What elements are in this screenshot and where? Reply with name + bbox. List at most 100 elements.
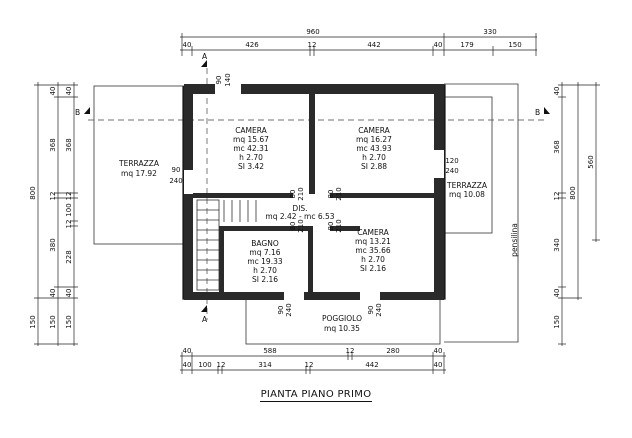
plan-title: PIANTA PIANO PRIMO [0,389,632,402]
opening-terrazza-90: 90 [172,166,181,174]
opening-bottom-l-90: 90 [277,306,285,315]
room-poggiolo: POGGIOLO mq 10.35 [322,314,362,333]
dim-bottom2-314: 314 [258,361,272,369]
room-name-bagno: BAGNO [251,239,279,248]
dim-left-j-368: 368 [65,138,73,151]
room-line-camera-1-b: mc 42.31 [233,144,269,153]
dim-bottom2-442: 442 [365,361,378,369]
staircase [196,199,257,291]
room-line-camera-2-b: mc 43.93 [356,144,392,153]
section-label-b-right: B [535,108,540,117]
opening-dis-l-80: 80 [289,190,297,199]
dim-bottom-280: 280 [386,347,399,355]
dim-right-i-150: 150 [553,315,561,328]
room-terrazza-left: TERRAZZA mq 17.92 [118,159,160,178]
interior-walls [193,94,434,292]
dim-top-40b: 40 [434,41,443,49]
section-marker-b-left: B [75,107,90,117]
opening-top-140: 140 [224,73,232,86]
opening-dis-r-210: 210 [335,187,343,200]
dim-top-426: 426 [245,41,259,49]
room-line-dis: mq 2.42 - mc 6.53 [265,212,334,221]
dim-bottom-12: 12 [346,347,355,355]
dim-left-i-368: 368 [49,138,57,151]
room-terrazza-right: TERRAZZA mq 10.08 [446,181,488,199]
opening-bottom-r-90: 90 [367,306,375,315]
top-dimension-chains: 960 330 40 426 12 442 40 179 150 [180,28,537,56]
dim-bottom-40b: 40 [434,347,443,355]
dim-left-i-380: 380 [49,238,57,251]
dim-bottom2-12b: 12 [305,361,314,369]
right-dimension-chains: 560 800 40 368 12 340 40 150 [553,82,600,346]
section-label-a-top: A [202,52,208,61]
opening-dis-lr-80: 80 [327,222,335,231]
opening-dis-r-80: 80 [327,190,335,199]
dim-right-i-40a: 40 [553,87,561,96]
room-name-camera-2: CAMERA [358,126,390,135]
dim-top-179: 179 [460,41,473,49]
dim-bottom-40a: 40 [183,347,192,355]
dim-right-i-12: 12 [553,192,561,201]
room-line-camera-1-d: SI 3.42 [238,162,264,171]
pensilina-label: pensilina [510,223,519,257]
opening-dis-ll-80: 80 [289,222,297,231]
dim-top-12: 12 [308,41,317,49]
room-line-camera-2-d: SI 2.88 [361,162,387,171]
dim-bottom2-40a: 40 [183,361,192,369]
opening-dis-lr-210: 210 [335,219,343,232]
section-marker-a-bottom: A [201,305,208,324]
dim-top-442: 442 [367,41,380,49]
opening-bottom-l-240: 240 [285,303,293,316]
dim-left-i-150: 150 [49,315,57,328]
section-label-b-left: B [75,108,80,117]
dim-right-i-40b: 40 [553,289,561,298]
dim-left-j-40b: 40 [65,289,73,298]
room-line-bagno-a: mq 7.16 [249,248,280,257]
room-name-terrazza-right: TERRAZZA [446,181,488,190]
section-marker-b-right: B [535,107,550,117]
room-line-bagno-c: h 2.70 [253,266,277,275]
dim-left-j-100: 100 [65,203,73,216]
plan-title-text: PIANTA PIANO PRIMO [259,389,373,402]
room-name-camera-1: CAMERA [235,126,267,135]
room-name-terrazza-left: TERRAZZA [118,159,160,168]
room-line-camera-2-a: mq 16.27 [356,135,392,144]
dim-top-960: 960 [306,28,319,36]
dim-top-150: 150 [508,41,521,49]
dim-bottom-588: 588 [263,347,276,355]
room-name-dis: DIS. [292,204,307,213]
opening-bottom-r-240: 240 [375,303,383,316]
dim-bottom2-12a: 12 [217,361,226,369]
dim-left-i-12: 12 [49,192,57,201]
room-line-camera-2-c: h 2.70 [362,153,386,162]
section-label-a-bottom: A [202,315,208,324]
section-marker-a-top: A [201,52,208,67]
dim-left-j-150: 150 [65,315,73,328]
dim-left-j-228: 228 [65,250,73,263]
room-camera-1: CAMERA mq 15.67 mc 42.31 h 2.70 SI 3.42 [233,126,269,171]
exterior-walls [182,84,446,300]
opening-right-240: 240 [445,167,458,175]
dim-right-i-340: 340 [553,238,561,251]
room-line-camera-1-a: mq 15.67 [233,135,269,144]
left-dimension-chains: 800 150 40 368 12 380 40 150 40 368 12 1… [29,82,78,346]
dim-left-i-40b: 40 [49,289,57,298]
dim-bottom2-40b: 40 [434,361,443,369]
dim-bottom2-100: 100 [198,361,211,369]
room-line-bagno-d: SI 2.16 [252,275,278,284]
room-line-camera-3-c: h 2.70 [361,255,385,264]
room-line-camera-3-a: mq 13.21 [355,237,391,246]
opening-labels: 90 140 90 240 120 240 80 210 80 210 80 2… [169,73,458,316]
dim-left-150: 150 [29,315,37,328]
room-name-camera-3: CAMERA [357,228,389,237]
dim-right-560: 560 [587,155,595,168]
room-disimpegno: DIS. mq 2.42 - mc 6.53 [265,204,334,221]
room-line-bagno-b: mc 19.33 [247,257,283,266]
dim-left-j-12b: 12 [65,220,73,229]
room-area-terrazza-right: mq 10.08 [449,190,485,199]
room-area-poggiolo: mq 10.35 [324,324,360,333]
dim-top-40a: 40 [183,41,192,49]
room-area-terrazza-left: mq 17.92 [121,169,157,178]
dim-left-j-12a: 12 [65,192,73,201]
